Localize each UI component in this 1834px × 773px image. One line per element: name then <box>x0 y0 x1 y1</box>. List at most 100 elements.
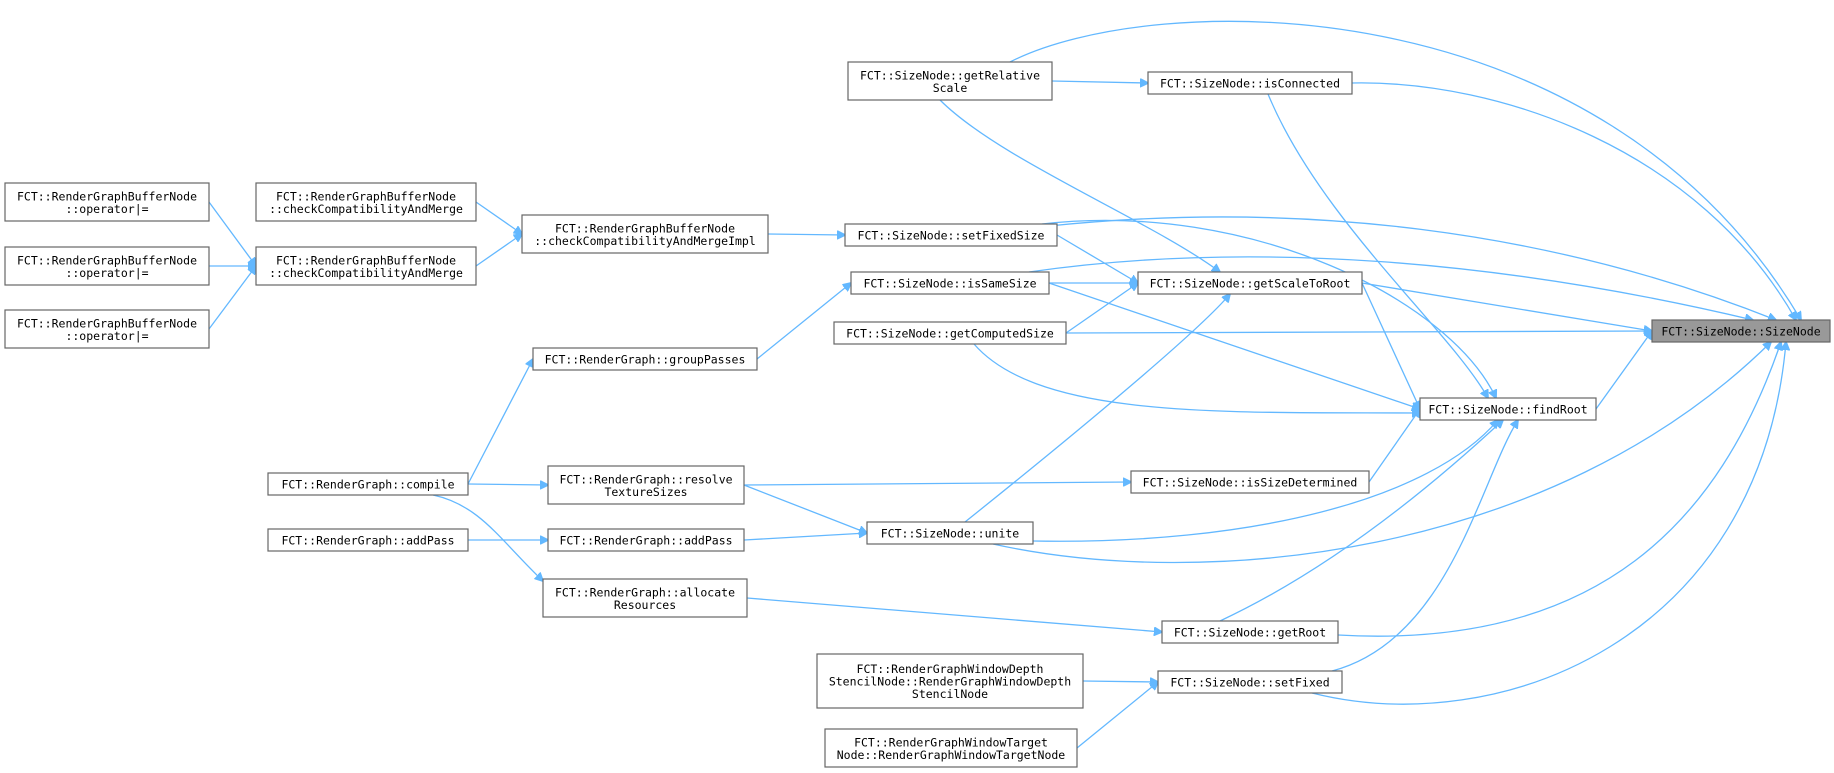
node-compile[interactable]: FCT::RenderGraph::compile <box>267 472 469 496</box>
node-box <box>542 578 748 618</box>
edge-grouppasses-to-issamesize <box>756 283 851 360</box>
edge-findroot-to-sizenode <box>1595 331 1652 410</box>
node-issizedetermined[interactable]: FCT::SizeNode::isSizeDetermined <box>1130 470 1370 494</box>
node-box <box>866 521 1034 545</box>
node-label: FCT::RenderGraphBufferNode <box>555 221 735 235</box>
node-sizenode[interactable]: FCT::SizeNode::SizeNode <box>1651 319 1831 343</box>
edge-unite-to-getscaletoroot <box>964 294 1230 523</box>
edge-ccm1-to-ccmimpl <box>475 201 522 234</box>
node-box <box>1161 620 1339 644</box>
edge-issamesize-to-findroot <box>1048 282 1420 409</box>
node-getscaletoroot[interactable]: FCT::SizeNode::getScaleToRoot <box>1137 271 1363 295</box>
node-box <box>267 472 469 496</box>
node-isconnected[interactable]: FCT::SizeNode::isConnected <box>1147 71 1353 95</box>
node-box <box>824 728 1078 768</box>
edge-compile-to-allocres <box>432 494 543 581</box>
node-label: TextureSizes <box>604 485 687 499</box>
node-box <box>532 347 758 371</box>
edge-getscaletoroot-to-sizenode <box>1361 282 1652 331</box>
node-ccmimpl[interactable]: FCT::RenderGraphBufferNode::checkCompati… <box>521 214 769 254</box>
node-label: FCT::SizeNode::SizeNode <box>1661 325 1820 339</box>
node-box <box>816 653 1084 709</box>
node-label: FCT::RenderGraphWindowDepth <box>857 662 1044 676</box>
node-box <box>267 528 469 552</box>
edge-setfixedsize-to-findroot <box>1041 219 1496 398</box>
node-label: ::checkCompatibilityAndMergeImpl <box>534 234 756 248</box>
node-label: FCT::SizeNode::getScaleToRoot <box>1150 277 1351 291</box>
edge-unite-to-sizenode <box>992 342 1771 564</box>
node-unite[interactable]: FCT::SizeNode::unite <box>866 521 1034 545</box>
edge-setfixed-to-sizenode <box>1311 342 1786 705</box>
node-label: ::operator|= <box>65 329 148 343</box>
node-grouppasses[interactable]: FCT::RenderGraph::groupPasses <box>532 347 758 371</box>
node-setfixedsize[interactable]: FCT::SizeNode::setFixedSize <box>844 223 1058 247</box>
edge-getroot-to-sizenode <box>1337 342 1781 637</box>
node-label: FCT::RenderGraphBufferNode <box>17 189 197 203</box>
edge-getcomputedsize-to-findroot <box>973 343 1420 413</box>
node-label: FCT::RenderGraph::allocate <box>555 585 735 599</box>
node-box <box>833 321 1067 345</box>
edge-setfixedsize-to-getscaletoroot <box>1056 234 1138 283</box>
node-label: ::checkCompatibilityAndMerge <box>269 266 463 280</box>
node-label: StencilNode::RenderGraphWindowDepth <box>829 675 1071 689</box>
edge-compile-to-grouppasses <box>467 359 533 485</box>
node-label: FCT::SizeNode::isSizeDetermined <box>1143 476 1358 490</box>
edge-op3-to-ccm2 <box>208 266 256 330</box>
node-label: Resources <box>614 598 676 612</box>
node-box <box>847 61 1053 101</box>
node-getroot[interactable]: FCT::SizeNode::getRoot <box>1161 620 1339 644</box>
node-box <box>1419 397 1597 421</box>
node-op2[interactable]: FCT::RenderGraphBufferNode::operator|= <box>4 246 210 286</box>
edge-getroot-to-findroot <box>1219 420 1503 622</box>
node-addpass_outer[interactable]: FCT::RenderGraph::addPass <box>267 528 469 552</box>
edges <box>208 20 1801 749</box>
node-label: FCT::RenderGraphBufferNode <box>17 253 197 267</box>
edge-getrelscale-to-sizenode <box>1009 20 1801 320</box>
node-box <box>4 246 210 286</box>
node-box <box>1157 670 1343 694</box>
node-setfixed[interactable]: FCT::SizeNode::setFixed <box>1157 670 1343 694</box>
node-box <box>1651 319 1831 343</box>
node-wintarget[interactable]: FCT::RenderGraphWindowTargetNode::Render… <box>824 728 1078 768</box>
node-ccm2[interactable]: FCT::RenderGraphBufferNode::checkCompati… <box>255 246 477 286</box>
node-box <box>547 465 745 505</box>
node-box <box>850 271 1050 295</box>
node-box <box>1137 271 1363 295</box>
node-op1[interactable]: FCT::RenderGraphBufferNode::operator|= <box>4 182 210 222</box>
edge-wintarget-to-setfixed <box>1076 682 1158 749</box>
edge-resolvetex-to-unite <box>743 484 867 533</box>
node-label: FCT::SizeNode::isConnected <box>1160 77 1340 91</box>
edge-ccmimpl-to-setfixedsize <box>767 234 845 235</box>
node-box <box>521 214 769 254</box>
node-box <box>255 182 477 222</box>
node-label: ::operator|= <box>65 266 148 280</box>
node-findroot[interactable]: FCT::SizeNode::findRoot <box>1419 397 1597 421</box>
edge-windepth-to-setfixed <box>1082 681 1158 682</box>
edge-addpass_inner-to-unite <box>743 533 867 541</box>
node-op3[interactable]: FCT::RenderGraphBufferNode::operator|= <box>4 309 210 349</box>
edge-isconnected-to-sizenode <box>1351 82 1796 320</box>
node-label: FCT::SizeNode::unite <box>881 527 1020 541</box>
edge-getrelscale-to-isconnected <box>1051 81 1148 83</box>
node-label: FCT::RenderGraph::groupPasses <box>545 353 746 367</box>
node-ccm1[interactable]: FCT::RenderGraphBufferNode::checkCompati… <box>255 182 477 222</box>
edge-getcomputedsize-to-sizenode <box>1065 331 1652 333</box>
node-issamesize[interactable]: FCT::SizeNode::isSameSize <box>850 271 1050 295</box>
edge-setfixed-to-findroot <box>1331 420 1518 672</box>
node-label: FCT::RenderGraphBufferNode <box>17 316 197 330</box>
node-label: Scale <box>933 81 968 95</box>
node-label: FCT::RenderGraphBufferNode <box>276 189 456 203</box>
node-addpass_inner[interactable]: FCT::RenderGraph::addPass <box>547 528 745 552</box>
node-label: ::operator|= <box>65 202 148 216</box>
node-label: FCT::SizeNode::getRelative <box>860 68 1040 82</box>
node-windepth[interactable]: FCT::RenderGraphWindowDepthStencilNode::… <box>816 653 1084 709</box>
node-getcomputedsize[interactable]: FCT::SizeNode::getComputedSize <box>833 321 1067 345</box>
node-label: FCT::RenderGraph::addPass <box>559 534 732 548</box>
edge-getscaletoroot-to-findroot <box>1361 282 1420 409</box>
edge-getrelscale-to-getscaletoroot <box>939 99 1220 272</box>
node-label: ::checkCompatibilityAndMerge <box>269 202 463 216</box>
